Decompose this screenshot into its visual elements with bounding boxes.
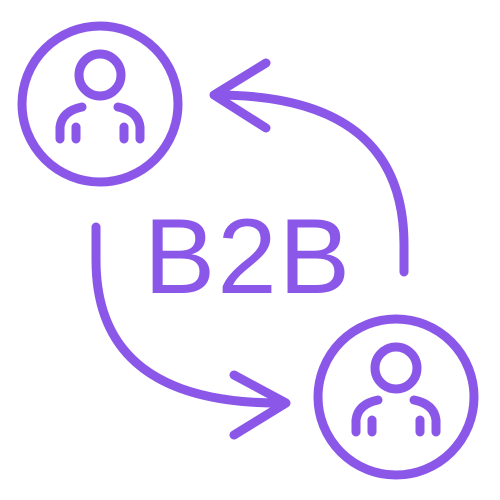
curved-arrow-left-icon bbox=[209, 58, 409, 277]
person-circle-bottom-right-icon bbox=[313, 314, 479, 480]
curved-arrow-right-icon bbox=[91, 222, 291, 440]
person-circle-top-left-icon bbox=[17, 21, 183, 187]
b2b-label: B2B bbox=[144, 196, 352, 316]
